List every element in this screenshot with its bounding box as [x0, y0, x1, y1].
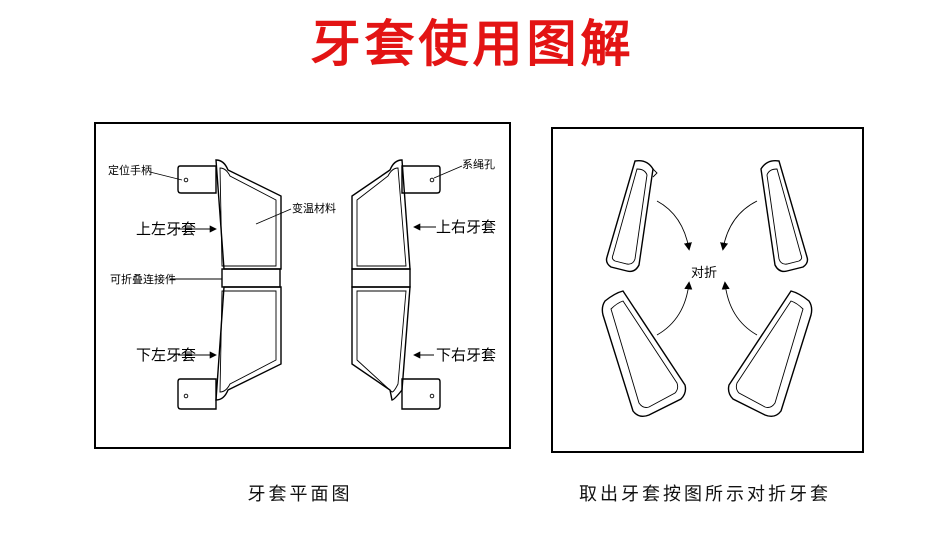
handle-hole	[183, 177, 189, 183]
upper-left-tray-body	[215, 159, 282, 270]
upper-right-piece	[760, 159, 809, 273]
arrow-upper-left	[656, 200, 692, 251]
label-upper-left: 上左牙套	[136, 220, 196, 238]
fold-view-panel: 对折	[551, 127, 864, 453]
arrow-upper-right	[720, 200, 758, 251]
arrow-lower-right	[721, 281, 758, 336]
upper-right-handle	[401, 165, 441, 194]
lower-right-handle	[401, 378, 441, 410]
fold-view-caption: 取出牙套按图所示对折牙套	[579, 484, 831, 505]
strap-hole	[429, 177, 435, 183]
material-leader	[255, 208, 292, 225]
label-strap-hole: 系绳孔	[462, 157, 495, 171]
upper-left-piece	[605, 159, 658, 273]
lower-left-handle	[177, 378, 217, 410]
upper-right-tray-body	[351, 159, 411, 270]
label-foldable-connector: 可折叠连接件	[110, 272, 176, 286]
handle-leader	[149, 171, 183, 181]
label-thermo-material: 变温材料	[292, 201, 336, 215]
label-lower-left: 下左牙套	[136, 346, 196, 364]
right-tray	[351, 159, 441, 410]
arrow-lower-left	[656, 281, 693, 336]
hole-leader	[433, 165, 463, 179]
lower-left-piece	[601, 290, 687, 418]
label-lower-right: 下右牙套	[436, 346, 496, 364]
page-title: 牙套使用图解	[310, 15, 635, 73]
flat-view-caption: 牙套平面图	[247, 484, 353, 505]
label-fold: 对折	[691, 266, 717, 281]
left-tray	[177, 159, 282, 410]
right-connector	[351, 268, 411, 288]
upper-left-handle	[177, 165, 217, 194]
left-connector	[221, 268, 281, 288]
fold-view-diagram: 对折	[601, 159, 813, 418]
lower-right-piece	[727, 290, 813, 418]
lower-left-tray-body	[215, 286, 282, 401]
flat-view-panel: 定位手柄 上左牙套 可折叠连接件 下左牙套 变温材料 系绳孔 上右牙套 下右牙套	[94, 122, 511, 449]
flat-view-diagram: 定位手柄 上左牙套 可折叠连接件 下左牙套 变温材料 系绳孔 上右牙套 下右牙套	[108, 157, 496, 410]
label-positioning-handle: 定位手柄	[108, 163, 152, 177]
label-upper-right: 上右牙套	[436, 218, 496, 236]
